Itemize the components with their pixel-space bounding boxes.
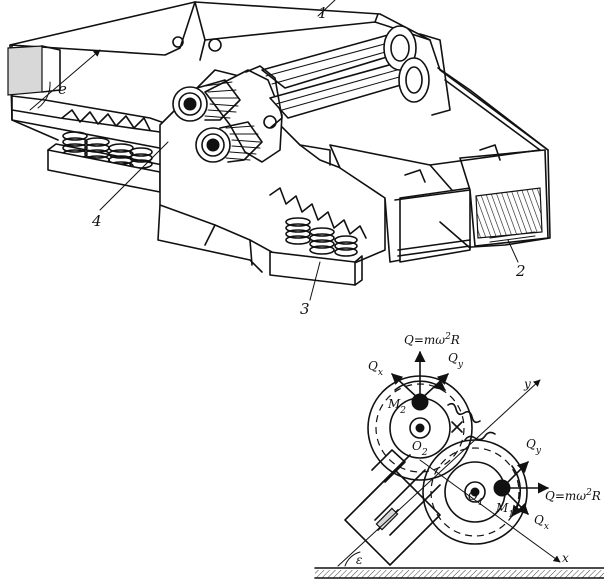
qy-top-label: Qy [448, 351, 464, 370]
axis-y-line [337, 379, 541, 567]
angle-epsilon-label: ε [356, 553, 362, 567]
callout-3: 3 [300, 300, 310, 318]
callout-1: 1 [318, 4, 328, 22]
force-top-label: Q=mω2R [404, 332, 460, 347]
callout-2: 2 [515, 262, 526, 280]
qx-right-label: Qx [534, 513, 549, 532]
rollers [172, 25, 451, 129]
axis-x-line [419, 459, 561, 563]
m1-label: M1 [495, 501, 514, 520]
discharge-troughs [329, 144, 549, 263]
force-right-label: Q=mω2R [545, 488, 601, 503]
qy-right-label: Qy [526, 437, 542, 456]
qx-top-label: Qx [368, 359, 383, 378]
o1-label: O1 [468, 489, 484, 508]
axis-x-label: x [562, 551, 569, 565]
m2-label: M2 [387, 397, 406, 416]
vibrating-screen-machine: e [7, 0, 551, 318]
angle-label: e [58, 80, 67, 98]
axis-y-label: y [523, 377, 531, 391]
force-scheme: Q=mω2R Qx Qy M2 O2 O1 M1 Qy Q=mω2R Qx y … [314, 332, 604, 579]
o2-label: O2 [412, 439, 428, 458]
rotor-o1-outer [422, 439, 528, 545]
feed-end-block [7, 45, 43, 96]
spring-group-right [285, 217, 358, 257]
drive-pulleys [172, 79, 263, 163]
callout-4: 4 [91, 212, 102, 230]
